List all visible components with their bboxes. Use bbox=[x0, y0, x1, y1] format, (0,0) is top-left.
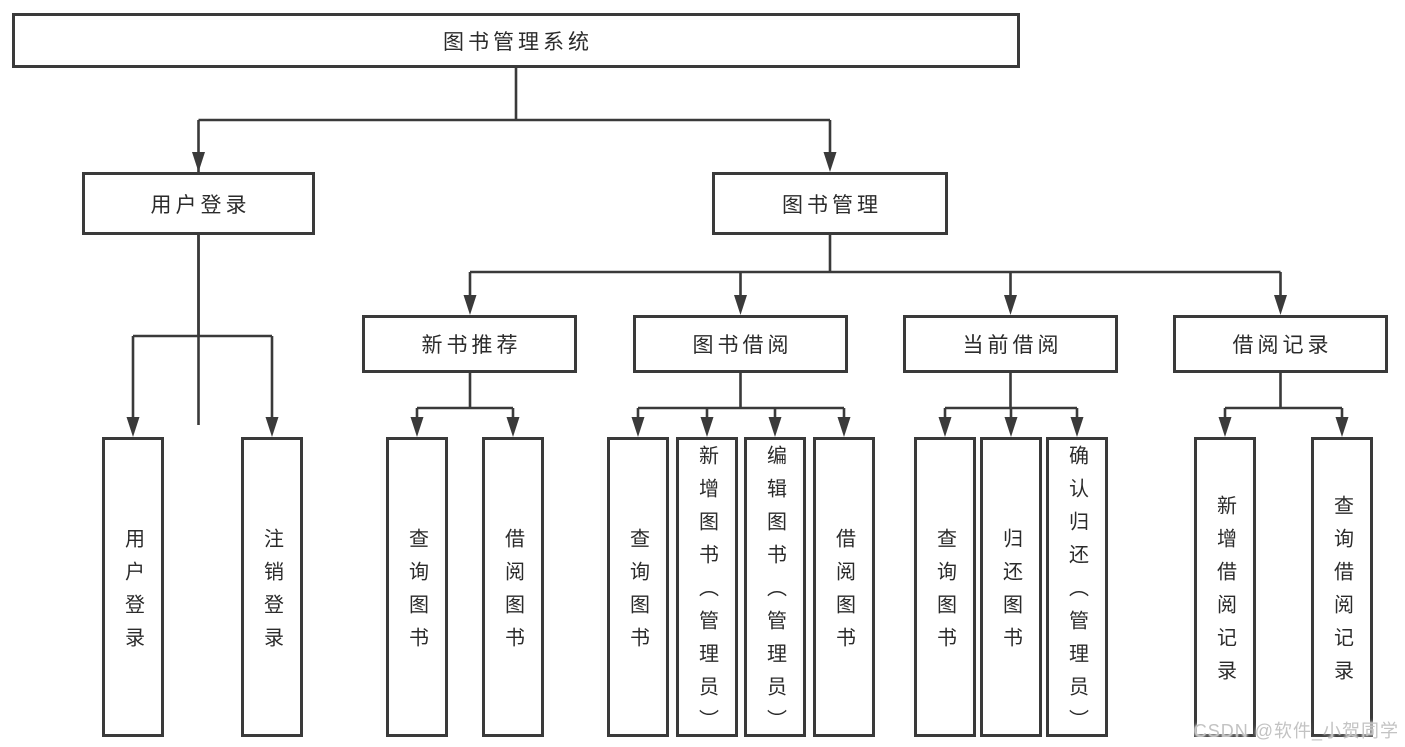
arrow-icon bbox=[1218, 417, 1232, 437]
node-current-borrow: 当前借阅 bbox=[903, 315, 1118, 373]
leaf-borrow-borrow-label: 借阅图书 bbox=[832, 527, 855, 660]
leaf-logout-label: 注销登录 bbox=[260, 527, 283, 660]
node-book-mgmt-label: 图书管理 bbox=[782, 193, 882, 217]
node-borrow-records-label: 借阅记录 bbox=[1232, 334, 1333, 357]
arrow-icon bbox=[126, 417, 140, 437]
arrow-icon bbox=[700, 417, 714, 437]
leaf-new-books-query-label: 查询图书 bbox=[405, 527, 428, 660]
arrow-icon bbox=[837, 417, 851, 437]
arrow-icon bbox=[265, 417, 279, 437]
leaf-current-confirm-label: 确认归还（管理员） bbox=[1065, 445, 1088, 742]
arrow-icon bbox=[734, 295, 747, 315]
leaf-user-login: 用户登录 bbox=[102, 437, 164, 737]
leaf-borrow-edit: 编辑图书（管理员） bbox=[744, 437, 806, 742]
leaf-new-books-borrow: 借阅图书 bbox=[482, 437, 544, 737]
connector-current-borrow-children bbox=[943, 373, 1079, 425]
leaf-borrow-edit-label: 编辑图书（管理员） bbox=[763, 445, 786, 742]
node-user-login-label: 用户登录 bbox=[150, 193, 251, 217]
connector-book-mgmt-sections bbox=[468, 235, 1282, 303]
arrow-icon bbox=[631, 417, 645, 437]
arrow-icon bbox=[506, 417, 520, 437]
leaf-current-query: 查询图书 bbox=[914, 437, 976, 737]
node-new-books-label: 新书推荐 bbox=[421, 334, 522, 357]
leaf-new-books-query: 查询图书 bbox=[386, 437, 448, 737]
leaf-user-login-label: 用户登录 bbox=[121, 527, 144, 660]
arrow-icon bbox=[1335, 417, 1349, 437]
arrow-icon bbox=[1070, 417, 1084, 437]
arrow-icon bbox=[1274, 295, 1287, 315]
node-book-borrow-label: 图书借阅 bbox=[692, 334, 793, 357]
connector-borrow-records-children bbox=[1223, 373, 1344, 425]
node-root-label: 图书管理系统 bbox=[443, 30, 593, 54]
arrow-icon bbox=[938, 417, 952, 437]
leaf-current-return-label: 归还图书 bbox=[999, 527, 1022, 660]
node-new-books: 新书推荐 bbox=[362, 315, 577, 373]
connector-user-login-children bbox=[131, 235, 274, 425]
node-borrow-records: 借阅记录 bbox=[1173, 315, 1388, 373]
leaf-current-query-label: 查询图书 bbox=[933, 527, 956, 660]
node-book-mgmt: 图书管理 bbox=[712, 172, 948, 235]
leaf-current-return: 归还图书 bbox=[980, 437, 1042, 737]
leaf-records-add-label: 新增借阅记录 bbox=[1213, 494, 1236, 693]
leaf-records-add: 新增借阅记录 bbox=[1194, 437, 1256, 737]
arrow-icon bbox=[463, 295, 477, 315]
leaf-borrow-add-label: 新增图书（管理员） bbox=[695, 445, 718, 742]
csdn-watermark: CSDN @软件_小贺同学 bbox=[1193, 721, 1399, 741]
leaf-borrow-borrow: 借阅图书 bbox=[813, 437, 875, 737]
arrow-icon bbox=[823, 152, 837, 172]
leaf-borrow-query-label: 查询图书 bbox=[626, 527, 649, 660]
arrow-icon bbox=[768, 417, 782, 437]
arrow-icon bbox=[192, 152, 205, 172]
node-current-borrow-label: 当前借阅 bbox=[962, 334, 1063, 357]
leaf-borrow-add: 新增图书（管理员） bbox=[676, 437, 738, 742]
leaf-records-query-label: 查询借阅记录 bbox=[1330, 494, 1353, 693]
leaf-records-query: 查询借阅记录 bbox=[1311, 437, 1373, 737]
node-book-borrow: 图书借阅 bbox=[633, 315, 848, 373]
connector-root-to-level2 bbox=[197, 68, 832, 425]
leaf-current-confirm: 确认归还（管理员） bbox=[1046, 437, 1108, 742]
leaf-borrow-query: 查询图书 bbox=[607, 437, 669, 737]
connector-book-borrow-children bbox=[636, 373, 846, 425]
node-root: 图书管理系统 bbox=[12, 13, 1020, 68]
leaf-logout: 注销登录 bbox=[241, 437, 303, 737]
leaf-new-books-borrow-label: 借阅图书 bbox=[501, 527, 524, 660]
node-user-login: 用户登录 bbox=[82, 172, 315, 235]
arrow-icon bbox=[1004, 417, 1018, 437]
arrow-icon bbox=[1004, 295, 1017, 315]
arrow-icon bbox=[410, 417, 424, 437]
connector-new-books-children bbox=[415, 373, 515, 425]
